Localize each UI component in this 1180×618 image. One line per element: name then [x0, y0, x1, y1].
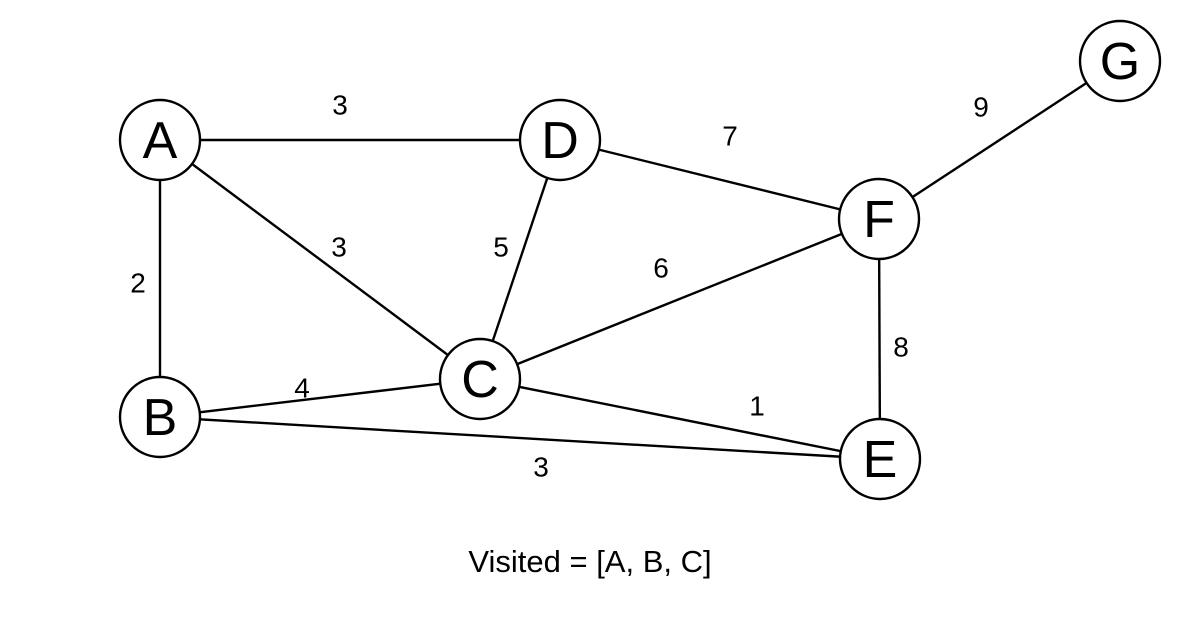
node-label-E: E — [863, 431, 898, 489]
node-B: B — [118, 375, 202, 459]
edge-B-E — [159, 415, 881, 461]
edge-weight-C-F: 6 — [653, 253, 669, 284]
edge-C-F — [479, 217, 880, 381]
node-circle-D — [518, 98, 602, 182]
node-circle-A — [118, 98, 202, 182]
edge-D-F — [559, 138, 880, 221]
edge-weight-C-E: 1 — [749, 391, 765, 422]
node-label-A: A — [143, 112, 178, 170]
edge-weight-D-C: 5 — [493, 232, 509, 263]
node-D: D — [518, 98, 602, 182]
edge-F-G — [878, 59, 1121, 221]
edge-weight-A-C: 3 — [331, 232, 347, 263]
node-circle-G — [1078, 19, 1162, 103]
node-label-D: D — [541, 112, 579, 170]
node-label-F: F — [863, 191, 895, 249]
node-label-B: B — [143, 389, 178, 447]
visited-caption: Visited = [A, B, C] — [468, 544, 712, 579]
edge-weight-A-D: 3 — [332, 90, 348, 121]
node-C: C — [438, 337, 522, 421]
edge-A-C — [159, 139, 481, 380]
node-label-C: C — [461, 351, 499, 409]
edge-weight-F-G: 9 — [973, 92, 989, 123]
edge-C-E — [479, 377, 881, 461]
edge-weight-B-C: 4 — [294, 373, 310, 404]
edge-weight-A-B: 2 — [130, 268, 146, 299]
edge-D-C — [478, 139, 562, 380]
node-circle-E — [838, 417, 922, 501]
edge-weight-D-F: 7 — [722, 121, 738, 152]
node-G: G — [1078, 19, 1162, 103]
node-A: A — [118, 98, 202, 182]
edge-B-C — [159, 377, 481, 419]
node-circle-F — [837, 177, 921, 261]
edge-weight-F-E: 8 — [893, 332, 909, 363]
node-circle-B — [118, 375, 202, 459]
node-E: E — [838, 417, 922, 501]
node-F: F — [837, 177, 921, 261]
edge-weight-B-E: 3 — [533, 452, 549, 483]
node-circle-C — [438, 337, 522, 421]
node-label-G: G — [1100, 33, 1140, 91]
